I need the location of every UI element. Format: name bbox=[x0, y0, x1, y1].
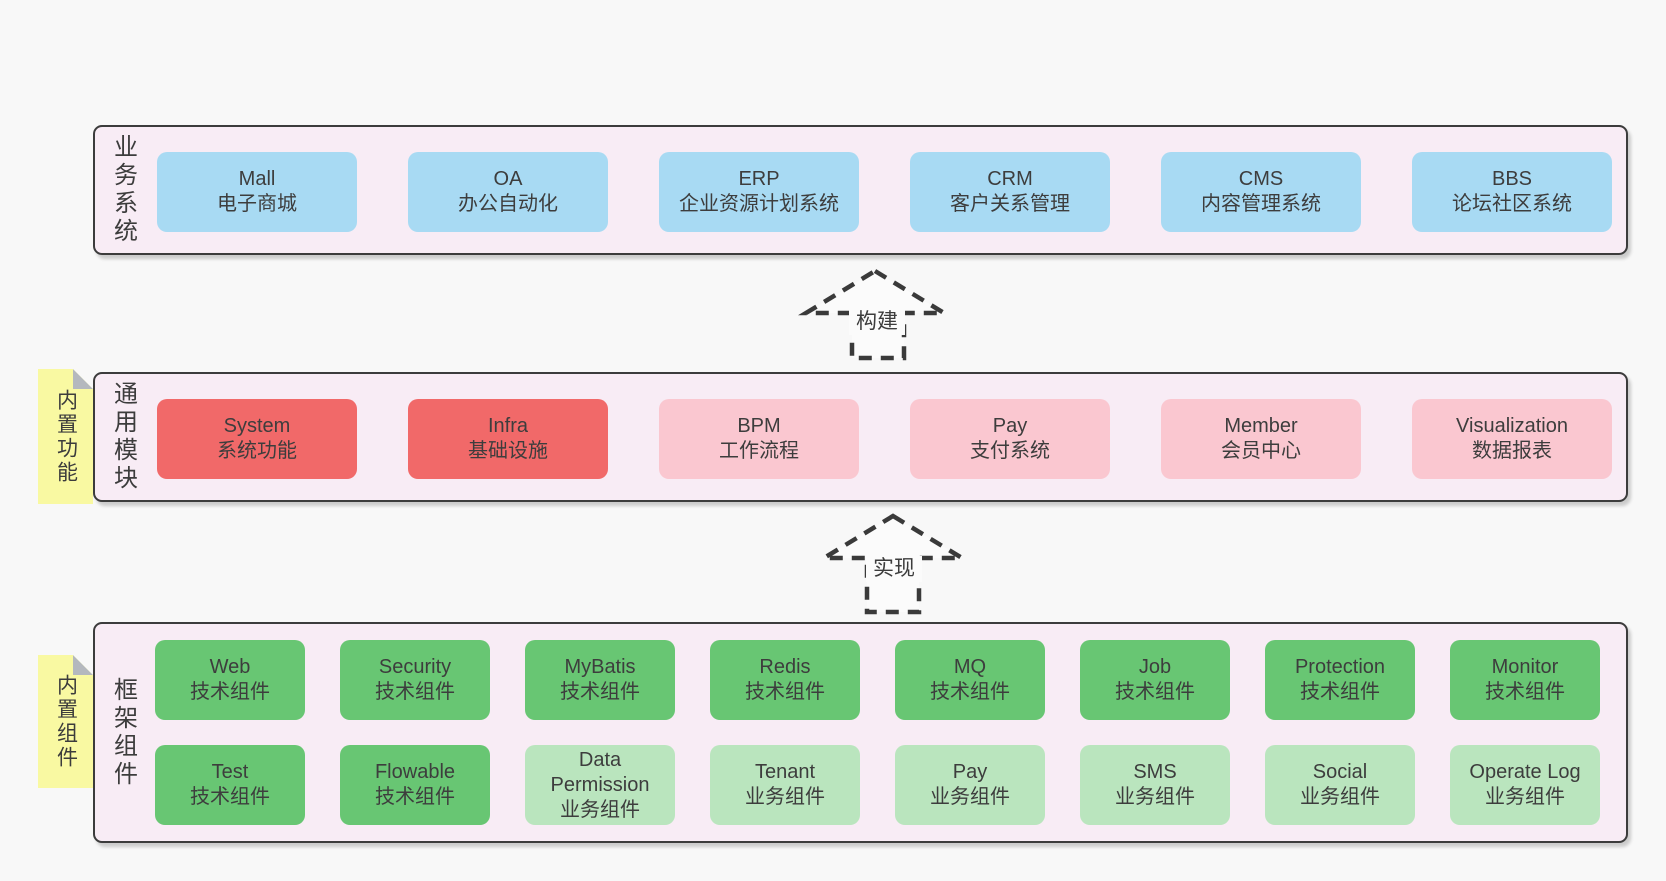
module-box-crm: CRM 客户关系管理 bbox=[910, 152, 1110, 232]
module-title: Test bbox=[211, 761, 249, 783]
module-title: Data Permission bbox=[550, 748, 650, 796]
module-box-tenant: Tenant 业务组件 bbox=[710, 745, 860, 825]
module-box-bpm: BPM 工作流程 bbox=[659, 399, 859, 479]
module-subtitle: 基础设施 bbox=[468, 440, 548, 462]
module-subtitle: 业务组件 bbox=[1485, 786, 1565, 808]
module-box-operate-log: Operate Log 业务组件 bbox=[1450, 745, 1600, 825]
module-box-system: System 系统功能 bbox=[157, 399, 357, 479]
module-subtitle: 论坛社区系统 bbox=[1452, 193, 1572, 215]
module-box-test: Test 技术组件 bbox=[155, 745, 305, 825]
module-box-monitor: Monitor 技术组件 bbox=[1450, 640, 1600, 720]
module-box-job: Job 技术组件 bbox=[1080, 640, 1230, 720]
module-box-web: Web 技术组件 bbox=[155, 640, 305, 720]
module-subtitle: 技术组件 bbox=[375, 786, 455, 808]
module-title: Job bbox=[1138, 656, 1172, 678]
layer-business-systems: 业务系统 Mall 电子商城 OA 办公自动化 ERP 企业资源计划系统 CRM 客户关系管理… bbox=[93, 125, 1628, 255]
module-title: Protection bbox=[1294, 656, 1386, 678]
module-subtitle: 办公自动化 bbox=[458, 193, 558, 215]
module-box-member: Member 会员中心 bbox=[1161, 399, 1361, 479]
module-title: Redis bbox=[759, 656, 811, 678]
module-subtitle: 客户关系管理 bbox=[950, 193, 1070, 215]
module-box-visualization: Visualization 数据报表 bbox=[1412, 399, 1612, 479]
module-subtitle: 企业资源计划系统 bbox=[679, 193, 839, 215]
sticky-note-built-in-components: 内置组件 bbox=[38, 655, 93, 788]
module-subtitle: 业务组件 bbox=[745, 786, 825, 808]
module-subtitle: 技术组件 bbox=[1300, 681, 1380, 703]
module-subtitle: 系统功能 bbox=[217, 440, 297, 462]
module-box-infra: Infra 基础设施 bbox=[408, 399, 608, 479]
module-title: Security bbox=[378, 656, 452, 678]
module-box-pay: Pay 业务组件 bbox=[895, 745, 1045, 825]
sticky-note-built-in-features: 内置功能 bbox=[38, 369, 93, 504]
module-subtitle: 业务组件 bbox=[1115, 786, 1195, 808]
module-title: BPM bbox=[737, 415, 781, 437]
sticky-note-label: 内置功能 bbox=[54, 388, 78, 485]
layer-boxes-container: Mall 电子商城 OA 办公自动化 ERP 企业资源计划系统 CRM 客户关系管理 CMS 内容… bbox=[95, 127, 1626, 253]
module-subtitle: 技术组件 bbox=[375, 681, 455, 703]
module-subtitle: 技术组件 bbox=[190, 681, 270, 703]
layer-side-label: 框架组件 bbox=[109, 676, 137, 789]
module-title: Monitor bbox=[1491, 656, 1559, 678]
module-title: Flowable bbox=[374, 761, 456, 783]
module-subtitle: 业务组件 bbox=[560, 798, 640, 821]
module-subtitle: 技术组件 bbox=[1115, 681, 1195, 703]
module-subtitle: 业务组件 bbox=[930, 786, 1010, 808]
module-title: SMS bbox=[1133, 761, 1177, 783]
module-box-pay: Pay 支付系统 bbox=[910, 399, 1110, 479]
module-subtitle: 技术组件 bbox=[930, 681, 1010, 703]
module-box-mall: Mall 电子商城 bbox=[157, 152, 357, 232]
module-subtitle: 技术组件 bbox=[745, 681, 825, 703]
module-subtitle: 技术组件 bbox=[1485, 681, 1565, 703]
module-title: System bbox=[223, 415, 291, 437]
module-title: MyBatis bbox=[564, 656, 636, 678]
module-title: Tenant bbox=[754, 761, 816, 783]
module-box-protection: Protection 技术组件 bbox=[1265, 640, 1415, 720]
module-subtitle: 支付系统 bbox=[970, 440, 1050, 462]
module-box-mq: MQ 技术组件 bbox=[895, 640, 1045, 720]
layer-boxes-container: System 系统功能 Infra 基础设施 BPM 工作流程 Pay 支付系统 Member 会… bbox=[95, 374, 1626, 500]
module-title: Web bbox=[209, 656, 251, 678]
module-title: OA bbox=[493, 168, 523, 190]
module-subtitle: 工作流程 bbox=[719, 440, 799, 462]
layer-common-modules: 通用模块 System 系统功能 Infra 基础设施 BPM 工作流程 Pay 支付系统 Me… bbox=[93, 372, 1628, 502]
module-box-sms: SMS 业务组件 bbox=[1080, 745, 1230, 825]
module-title: BBS bbox=[1491, 168, 1533, 190]
sticky-note-label: 内置组件 bbox=[54, 673, 78, 770]
module-box-social: Social 业务组件 bbox=[1265, 745, 1415, 825]
module-title: Social bbox=[1312, 761, 1368, 783]
module-title: MQ bbox=[953, 656, 987, 678]
module-box-redis: Redis 技术组件 bbox=[710, 640, 860, 720]
layer-side-label: 业务系统 bbox=[109, 134, 137, 246]
module-title: Operate Log bbox=[1469, 761, 1581, 783]
module-box-bbs: BBS 论坛社区系统 bbox=[1412, 152, 1612, 232]
module-box-flowable: Flowable 技术组件 bbox=[340, 745, 490, 825]
module-box-cms: CMS 内容管理系统 bbox=[1161, 152, 1361, 232]
module-title: Member bbox=[1224, 415, 1298, 437]
module-title: CMS bbox=[1238, 168, 1284, 190]
module-title: ERP bbox=[738, 168, 780, 190]
arrow-implement-label: 实现 bbox=[866, 556, 922, 582]
module-subtitle: 内容管理系统 bbox=[1201, 193, 1321, 215]
module-title: CRM bbox=[987, 168, 1033, 190]
module-box-security: Security 技术组件 bbox=[340, 640, 490, 720]
module-title: Mall bbox=[238, 168, 276, 190]
module-subtitle: 技术组件 bbox=[190, 786, 270, 808]
module-subtitle: 数据报表 bbox=[1472, 440, 1552, 462]
module-subtitle: 业务组件 bbox=[1300, 786, 1380, 808]
arrow-build-label: 构建 bbox=[849, 309, 905, 335]
module-subtitle: 技术组件 bbox=[560, 681, 640, 703]
module-title: Visualization bbox=[1456, 415, 1568, 437]
module-subtitle: 会员中心 bbox=[1221, 440, 1301, 462]
module-title: Pay bbox=[952, 761, 988, 783]
module-box-mybatis: MyBatis 技术组件 bbox=[525, 640, 675, 720]
module-box-oa: OA 办公自动化 bbox=[408, 152, 608, 232]
layer-side-label: 通用模块 bbox=[109, 381, 137, 493]
module-title: Pay bbox=[992, 415, 1028, 437]
module-subtitle: 电子商城 bbox=[217, 193, 297, 215]
module-box-erp: ERP 企业资源计划系统 bbox=[659, 152, 859, 232]
module-title: Infra bbox=[487, 415, 529, 437]
